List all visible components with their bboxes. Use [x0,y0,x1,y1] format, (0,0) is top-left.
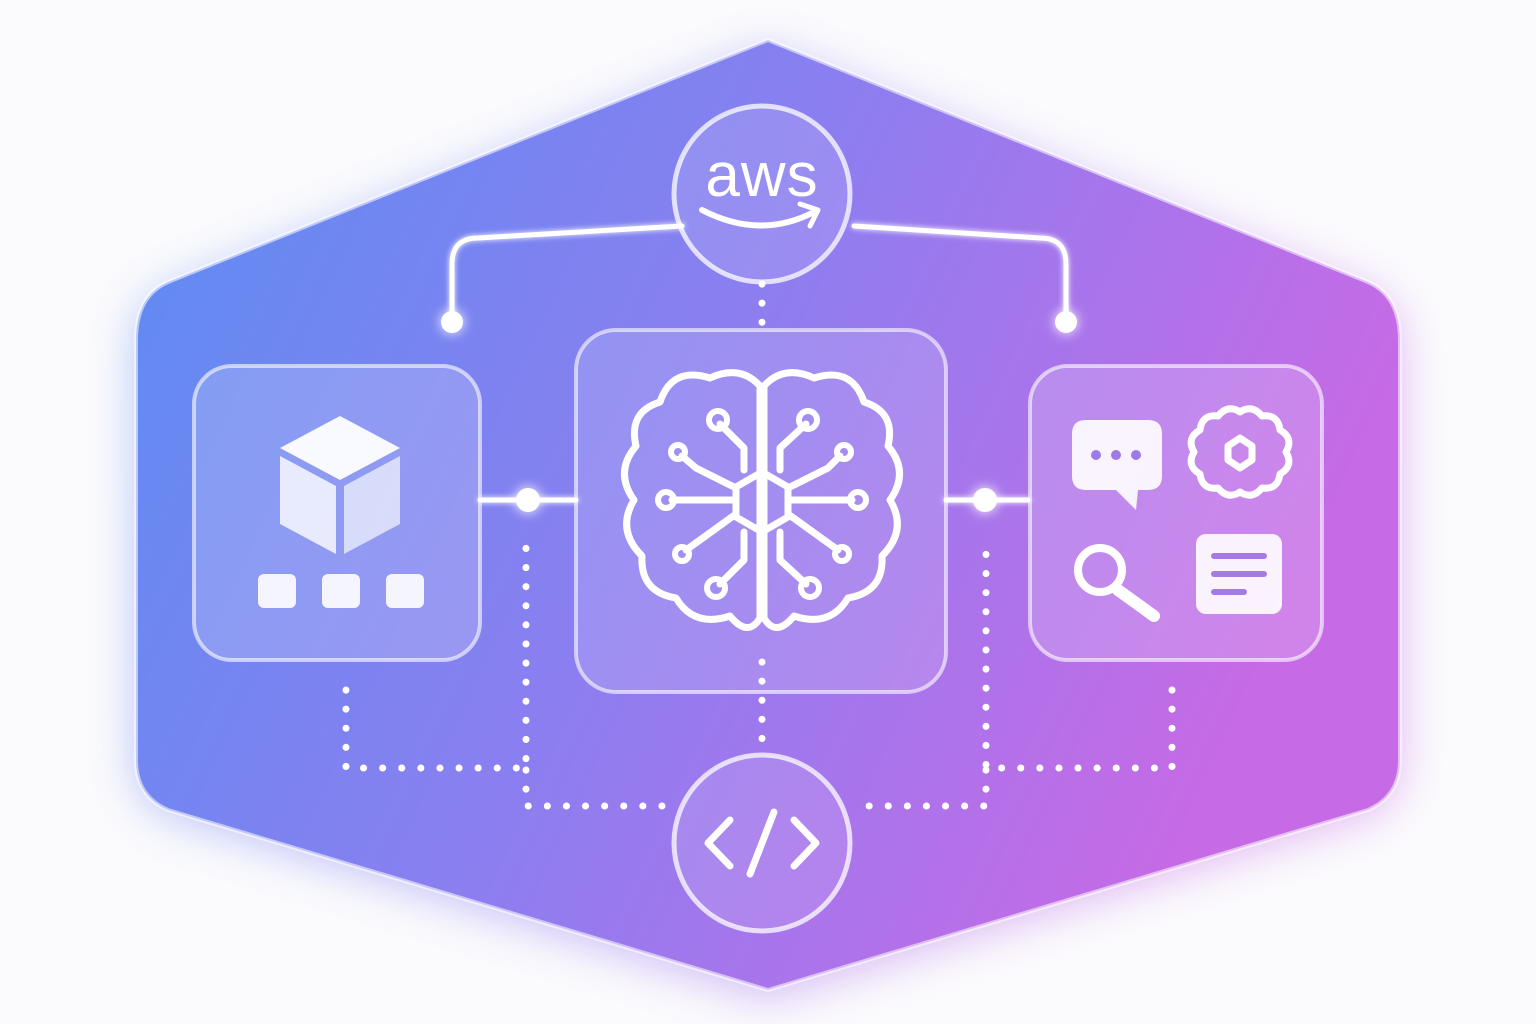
junction-dots [441,311,1077,512]
dotted-right-code [852,766,990,810]
dotted-left-code [522,766,672,810]
document-icon [1196,534,1282,614]
aws-hub-circle [671,103,853,285]
connector-aws-left [449,223,685,323]
junction-dot [441,311,463,333]
dotted-connectors [342,280,1176,810]
search-icon [1074,544,1160,622]
junction-dot [1055,311,1077,333]
aws-hub: aws [671,103,853,285]
center-panel [574,328,948,694]
dotted-left-loop [342,536,530,772]
junction-dot [973,488,997,512]
brain-circuit-icon [621,369,903,631]
gear-network-icon [1187,405,1293,499]
square-icon [322,574,360,608]
right-panel [1028,364,1324,662]
cube-icon [280,416,400,554]
code-brackets-icon [704,808,820,878]
left-panel-card [192,364,482,662]
right-panel-card [1028,364,1324,662]
dotted-right-loop [982,536,1176,772]
left-panel [192,364,482,662]
code-hub [671,752,853,934]
square-icon [258,574,296,608]
junction-dot [516,488,540,512]
aws-logo-text: aws [705,141,818,210]
chat-bubble-icon [1072,420,1162,510]
aws-logo: aws [699,141,821,229]
square-icon [386,574,424,608]
connector-aws-right [851,223,1069,323]
circuit-nodes [655,408,869,600]
